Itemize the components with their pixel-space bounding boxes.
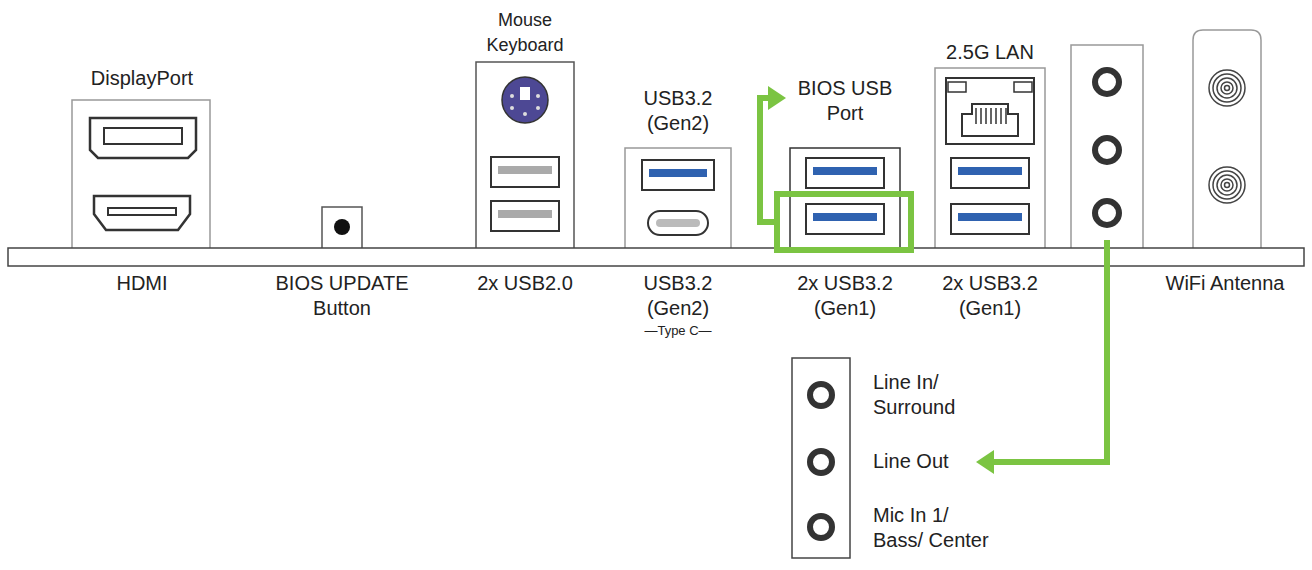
port-label: 2.5G LAN bbox=[925, 40, 1055, 65]
port-label: 2x USB2.0 bbox=[460, 271, 590, 296]
port-label: HDMI bbox=[82, 271, 202, 296]
port-sublabel: —Type C— bbox=[623, 322, 733, 340]
port-label: BIOS UPDATE Button bbox=[267, 271, 417, 321]
port-label: DisplayPort bbox=[62, 66, 222, 91]
jack-label: Line Out bbox=[873, 449, 973, 474]
jack-label: Mic In 1/ Bass/ Center bbox=[873, 503, 1003, 553]
port-label: 2x USB3.2 (Gen1) bbox=[920, 271, 1060, 321]
port-label: USB3.2 (Gen2) bbox=[628, 271, 728, 321]
jack-label: Line In/ Surround bbox=[873, 370, 983, 420]
port-label: USB3.2 (Gen2) bbox=[628, 86, 728, 136]
port-label: WiFi Antenna bbox=[1150, 271, 1300, 296]
port-label: Mouse Keyboard bbox=[470, 8, 580, 58]
port-label: 2x USB3.2 (Gen1) bbox=[775, 271, 915, 321]
callout-label: BIOS USB Port bbox=[785, 76, 905, 126]
